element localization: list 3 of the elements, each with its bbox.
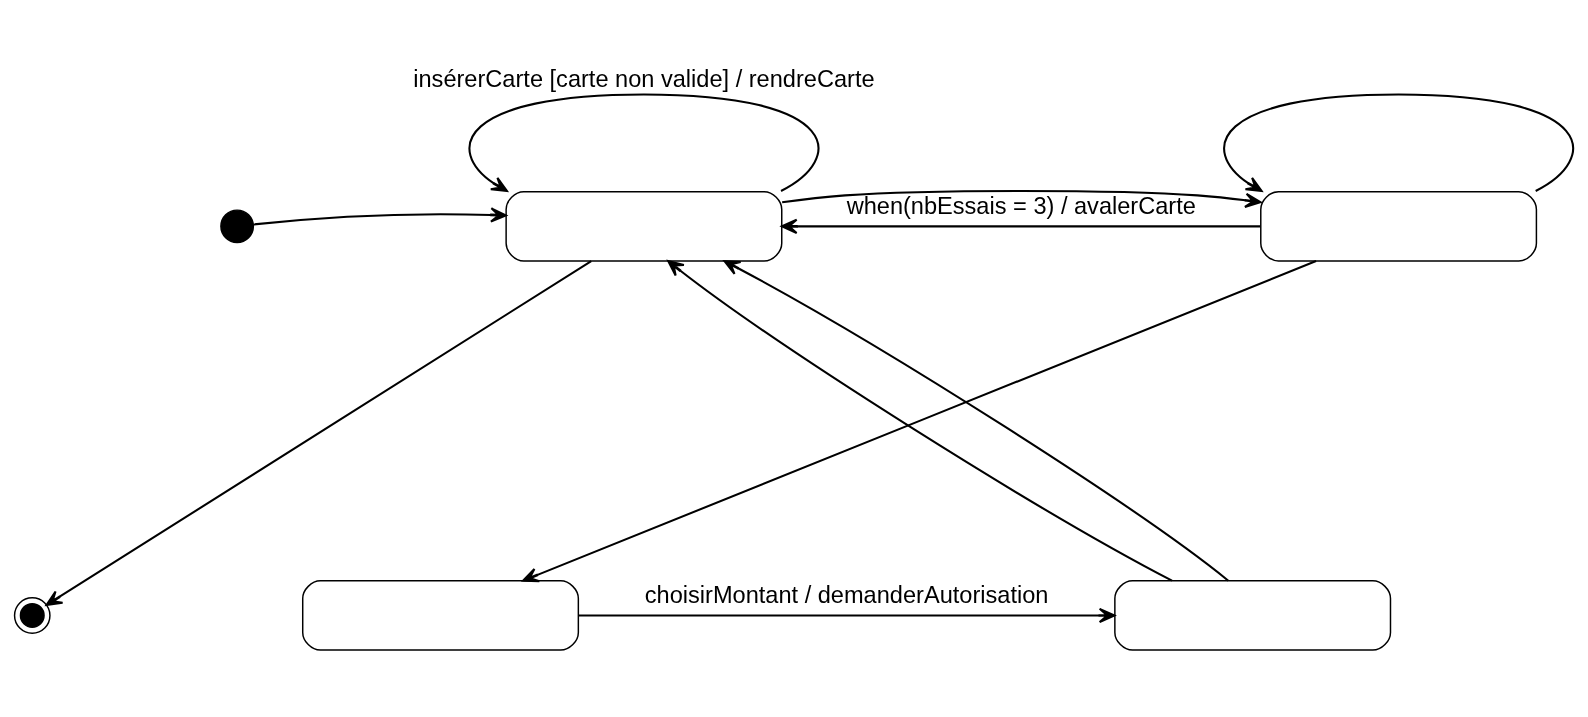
edge-label: when(nbEssais = 3) / avalerCarte — [846, 192, 1196, 219]
edge-label: choisirMontant / demanderAutorisation — [644, 581, 1049, 608]
edge-label: insérerCarte [carte non valide] / rendreCarte — [413, 65, 875, 92]
